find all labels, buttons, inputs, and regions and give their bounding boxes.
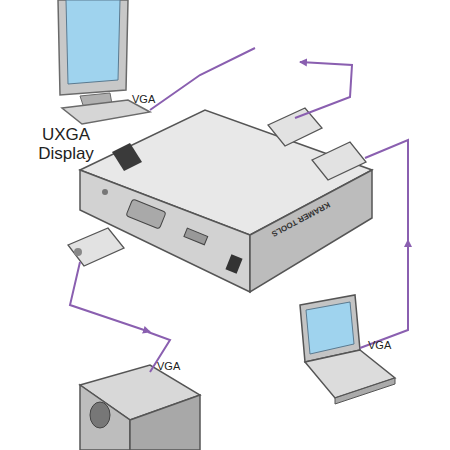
device-label: UXGA Display [26, 126, 106, 163]
distribution-amplifier [80, 110, 372, 292]
monitor-icon [58, 0, 150, 124]
vga-connectors [68, 108, 366, 266]
signal-label: VGA [368, 339, 391, 351]
signal-label: VGA [157, 360, 180, 372]
laptop-icon [300, 295, 395, 404]
signal-label: VGA [132, 93, 155, 105]
projector-icon [80, 365, 200, 450]
vga-cables [70, 48, 408, 372]
